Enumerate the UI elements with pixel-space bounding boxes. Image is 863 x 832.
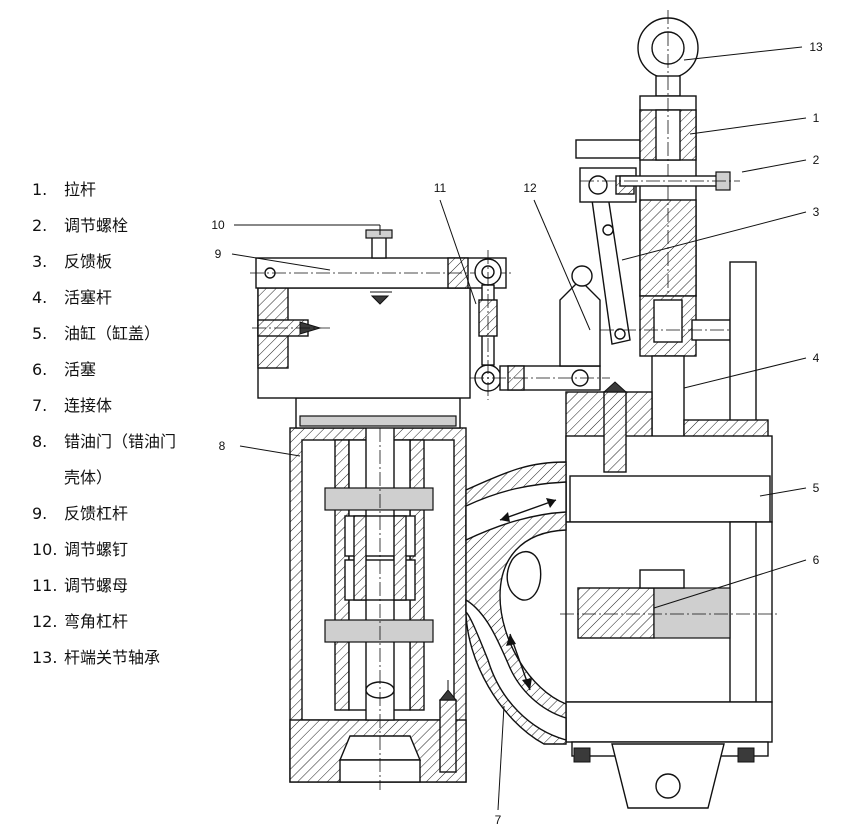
legend-item-7: 7.连接体 xyxy=(32,396,113,415)
feedback-plate xyxy=(575,139,645,345)
callout-12: 12 xyxy=(523,181,537,195)
legend-item-10: 10.调节螺钉 xyxy=(32,540,129,559)
legend-item-4: 4.活塞杆 xyxy=(32,288,113,307)
valve-top-block xyxy=(252,287,471,429)
feedback-lever xyxy=(250,229,512,305)
legend-item-1: 1.拉杆 xyxy=(32,180,97,199)
callout-5: 5 xyxy=(813,481,820,495)
legend-item-9: 9.反馈杠杆 xyxy=(32,504,129,523)
flow-arrows xyxy=(499,498,557,691)
callout-1: 1 xyxy=(813,111,820,125)
adjusting-nut-link xyxy=(474,250,502,400)
valve-housing xyxy=(289,230,467,790)
callout-9: 9 xyxy=(215,247,222,261)
legend-item-11: 11.调节螺母 xyxy=(32,576,129,595)
legend-item-8-cont: 壳体） xyxy=(64,468,113,487)
callout-10: 10 xyxy=(211,218,225,232)
leader-lines xyxy=(231,46,807,811)
parts-legend: 1.拉杆 2.调节螺栓 3.反馈板 4.活塞杆 5.油缸（缸盖） 6.活塞 7.… xyxy=(32,172,222,676)
callout-7: 7 xyxy=(495,813,502,827)
callout-8: 8 xyxy=(219,439,226,453)
cylinder-body xyxy=(560,261,780,809)
legend-item-5: 5.油缸（缸盖） xyxy=(32,324,161,343)
callout-2: 2 xyxy=(813,153,820,167)
legend-item-8: 8.错油门（错油门 xyxy=(32,432,177,451)
callout-4: 4 xyxy=(813,351,820,365)
legend-item-13: 13.杆端关节轴承 xyxy=(32,648,161,667)
bell-crank xyxy=(470,265,610,391)
callout-labels: 10 9 8 11 12 13 1 2 3 4 5 6 7 xyxy=(211,40,823,827)
legend-item-6: 6.活塞 xyxy=(32,360,97,379)
legend-item-3: 3.反馈板 xyxy=(32,252,113,271)
callout-11: 11 xyxy=(434,181,447,195)
legend-item-12: 12.弯角杠杆 xyxy=(32,612,129,631)
legend-item-2: 2.调节螺栓 xyxy=(32,216,129,235)
callout-6: 6 xyxy=(813,553,820,567)
callout-13: 13 xyxy=(809,40,823,54)
connector-body xyxy=(465,461,567,745)
callout-3: 3 xyxy=(813,205,820,219)
